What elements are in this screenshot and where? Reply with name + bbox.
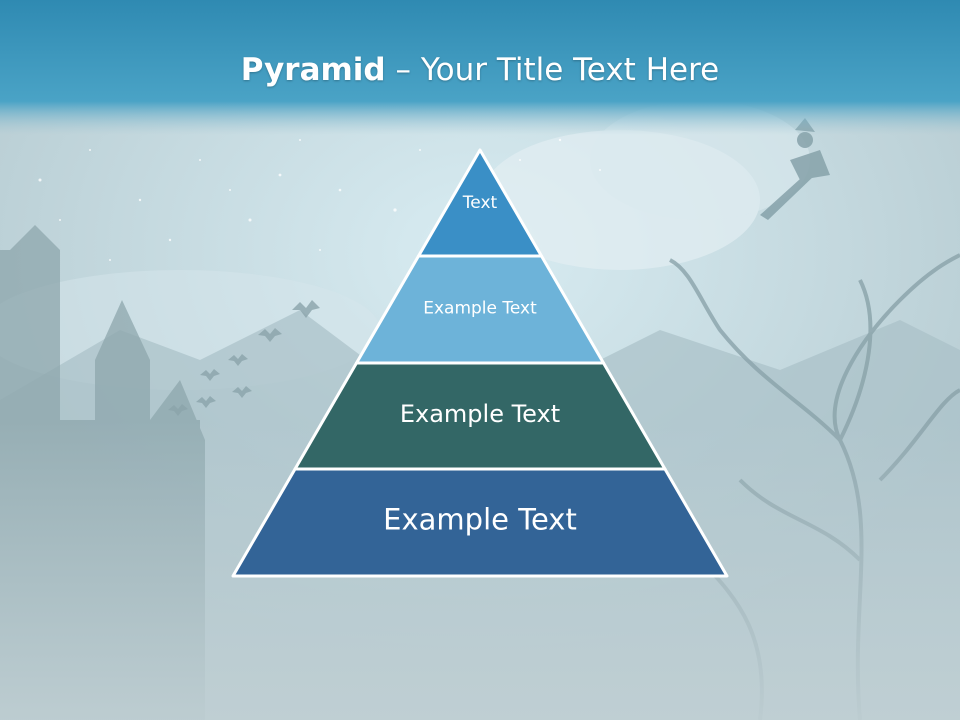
pyramid-tier-shape [231,467,729,578]
pyramid-tier-3: Example Text [293,361,667,471]
pyramid-tier-label: Text [462,193,498,213]
pyramid-tier-label: Example Text [400,400,560,428]
title-bold: Pyramid [240,52,386,88]
pyramid-tier-1: Text [417,148,543,258]
pyramid-tier-label: Example Text [383,503,577,537]
header-band [0,0,960,135]
pyramid-tier-2: Example Text [355,254,605,365]
pyramid-tier-label: Example Text [423,299,537,319]
witch-silhouette [760,118,830,220]
slide-title: Pyramid – Your Title Text Here [0,52,960,88]
pyramid-tier-4: Example Text [231,467,729,578]
bats [168,300,320,416]
title-rest: – Your Title Text Here [385,52,720,88]
stars [38,138,601,261]
